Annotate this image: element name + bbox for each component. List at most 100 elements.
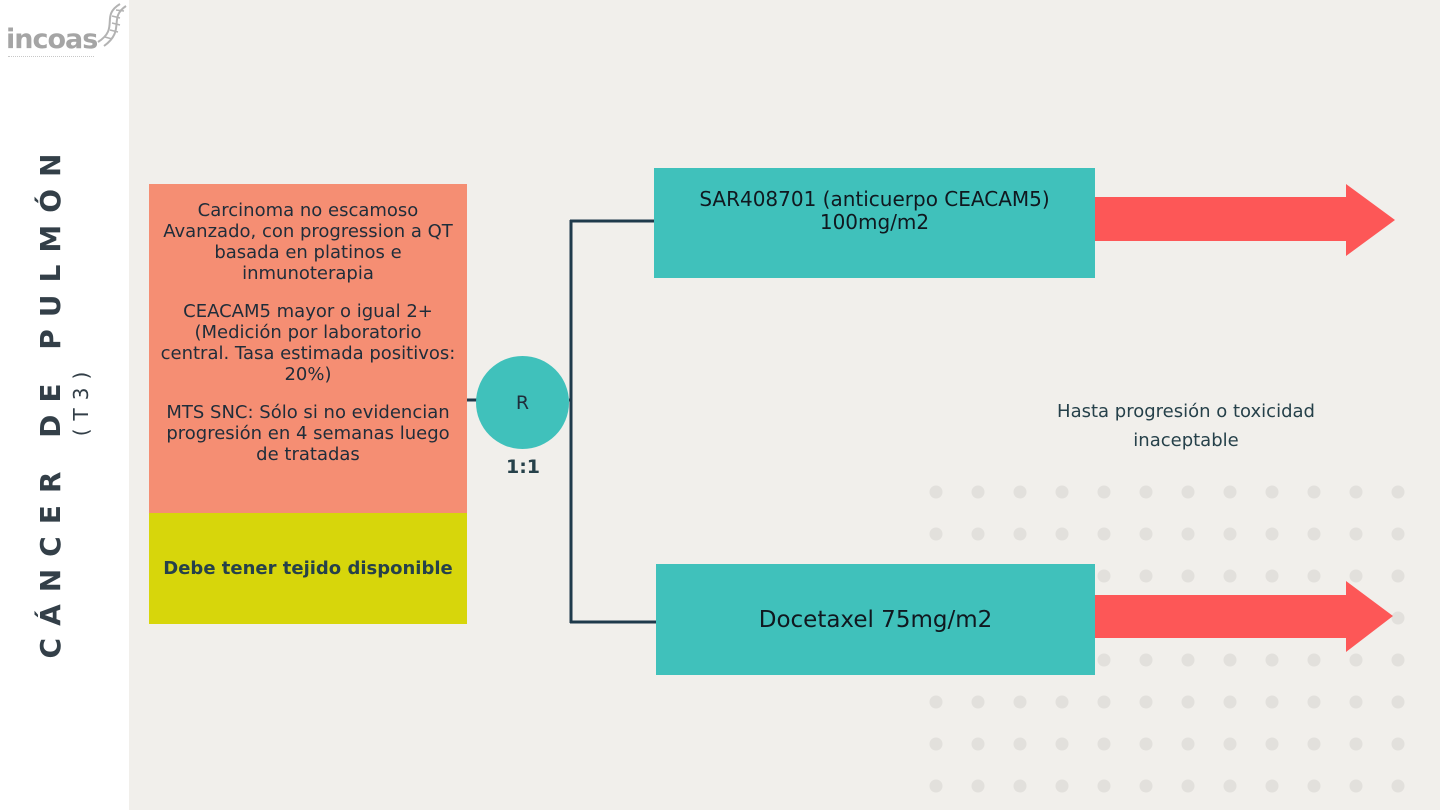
pattern-dot xyxy=(1265,485,1279,499)
inclusion-criteria-box: Carcinoma no escamoso Avanzado, con prog… xyxy=(149,184,467,513)
arm-2-box: Docetaxel 75mg/m2 xyxy=(656,564,1095,675)
pattern-dot xyxy=(971,695,985,709)
pattern-dot xyxy=(1391,569,1405,583)
pattern-dot xyxy=(1223,527,1237,541)
pattern-dot xyxy=(1013,779,1027,793)
pattern-dot xyxy=(929,737,943,751)
pattern-dot xyxy=(1223,569,1237,583)
dna-icon xyxy=(97,3,127,47)
pattern-dot xyxy=(1139,527,1153,541)
pattern-dot xyxy=(1307,695,1321,709)
pattern-dot xyxy=(1391,611,1405,625)
pattern-dot xyxy=(1307,485,1321,499)
pattern-dot xyxy=(929,695,943,709)
pattern-dot xyxy=(1307,653,1321,667)
pattern-dot xyxy=(1181,779,1195,793)
pattern-dot xyxy=(1139,485,1153,499)
arm-1-box: SAR408701 (anticuerpo CEACAM5) 100mg/m2 xyxy=(654,168,1095,278)
pattern-dot xyxy=(971,737,985,751)
randomization-ratio: 1:1 xyxy=(505,456,541,478)
arm-1-drug: SAR408701 (anticuerpo CEACAM5) xyxy=(699,187,1050,211)
pattern-dot xyxy=(1055,737,1069,751)
pattern-dot xyxy=(1391,485,1405,499)
pattern-dot xyxy=(1181,527,1195,541)
pattern-dot xyxy=(1097,485,1111,499)
randomization-node: R xyxy=(476,356,569,449)
pattern-dot xyxy=(1055,485,1069,499)
pattern-dot xyxy=(1265,779,1279,793)
pattern-dot xyxy=(971,485,985,499)
pattern-dot xyxy=(1349,653,1363,667)
pattern-dot xyxy=(1223,653,1237,667)
pattern-dot xyxy=(1013,485,1027,499)
criteria-line-3: MTS SNC: Sólo si no evidencian progresió… xyxy=(166,402,450,465)
pattern-dot xyxy=(1139,737,1153,751)
pattern-dot xyxy=(1097,737,1111,751)
pattern-dot xyxy=(1055,527,1069,541)
pattern-dot xyxy=(1139,695,1153,709)
arm-1-dose: 100mg/m2 xyxy=(819,210,930,234)
duration-note: Hasta progresión o toxicidad inaceptable xyxy=(1057,401,1315,451)
tissue-requirement-box: Debe tener tejido disponible xyxy=(149,513,467,624)
pattern-dot xyxy=(1349,527,1363,541)
pattern-dot xyxy=(1139,653,1153,667)
pattern-dot xyxy=(1307,527,1321,541)
pattern-dot xyxy=(929,485,943,499)
pattern-dot xyxy=(1265,695,1279,709)
pattern-dot xyxy=(1055,779,1069,793)
criteria-line-2: CEACAM5 mayor o igual 2+ (Medición por l… xyxy=(160,301,456,385)
pattern-dot xyxy=(1181,569,1195,583)
pattern-dot xyxy=(1223,779,1237,793)
pattern-dot xyxy=(1391,653,1405,667)
pattern-dot xyxy=(1391,695,1405,709)
pattern-dot xyxy=(1013,737,1027,751)
pattern-dot xyxy=(1349,485,1363,499)
pattern-dot xyxy=(1349,569,1363,583)
criteria-line-1: Carcinoma no escamoso Avanzado, con prog… xyxy=(163,200,453,284)
pattern-dot xyxy=(1181,653,1195,667)
pattern-dot xyxy=(1391,527,1405,541)
pattern-dot xyxy=(1097,527,1111,541)
pattern-dot xyxy=(1097,653,1111,667)
arrow-arm1 xyxy=(1095,184,1395,256)
pattern-dot xyxy=(1139,779,1153,793)
tissue-text: Debe tener tejido disponible xyxy=(163,558,453,579)
pattern-dot xyxy=(1265,653,1279,667)
pattern-dot xyxy=(1391,779,1405,793)
pattern-dot xyxy=(1181,695,1195,709)
pattern-dot xyxy=(1349,779,1363,793)
pattern-dot xyxy=(1097,569,1111,583)
pattern-dot xyxy=(1265,737,1279,751)
pattern-dot xyxy=(1265,527,1279,541)
pattern-dot xyxy=(1181,485,1195,499)
pattern-dot xyxy=(1307,569,1321,583)
pattern-dot xyxy=(1349,737,1363,751)
pattern-dot xyxy=(1139,569,1153,583)
pattern-dot xyxy=(1265,569,1279,583)
arm-2-drug: Docetaxel 75mg/m2 xyxy=(758,606,993,633)
pattern-dot xyxy=(1307,779,1321,793)
pattern-dot xyxy=(1181,737,1195,751)
pattern-dot xyxy=(1013,695,1027,709)
pattern-dot xyxy=(1307,737,1321,751)
pattern-dot xyxy=(1223,695,1237,709)
logo-text: incoas xyxy=(6,24,98,55)
randomization-label: R xyxy=(515,391,530,414)
logo-tagline xyxy=(8,56,94,60)
sidebar: incoas CÁNCER DE PULMÓN (T3) xyxy=(0,0,129,810)
pattern-dot xyxy=(1097,695,1111,709)
pattern-dot xyxy=(1013,527,1027,541)
pattern-dot xyxy=(1349,695,1363,709)
pattern-dot xyxy=(1223,485,1237,499)
pattern-dot xyxy=(1223,737,1237,751)
pattern-dot xyxy=(929,527,943,541)
pattern-dot xyxy=(971,779,985,793)
arrow-arm2 xyxy=(1095,581,1393,652)
pattern-dot xyxy=(971,527,985,541)
pattern-dot xyxy=(1391,737,1405,751)
pattern-dot xyxy=(1055,695,1069,709)
pattern-dot xyxy=(1097,779,1111,793)
pattern-dot xyxy=(929,779,943,793)
